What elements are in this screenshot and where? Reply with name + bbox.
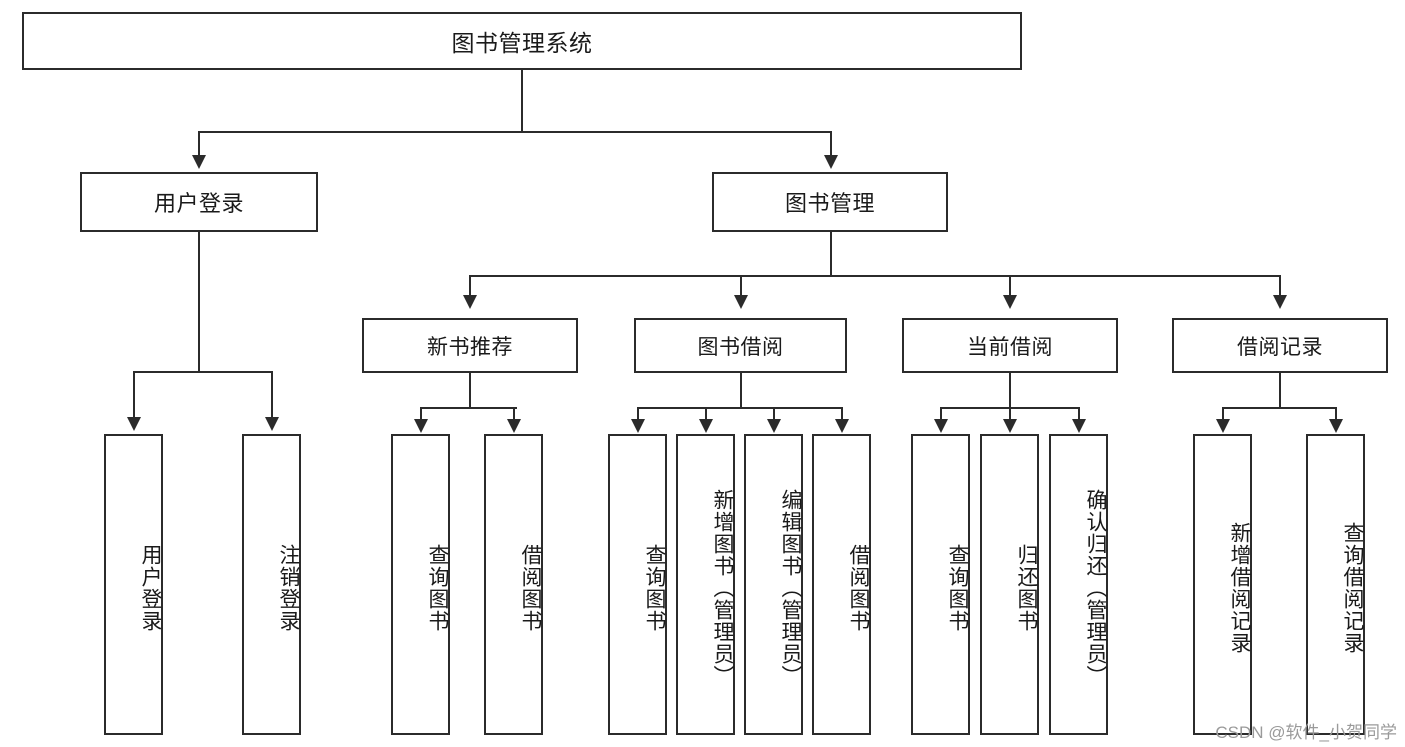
node-leaf-add-book[interactable]: 新增图书（管理员）	[676, 434, 735, 735]
node-current-borrow[interactable]: 当前借阅	[902, 318, 1118, 373]
edge-current-borrow-to-leaf10	[1009, 407, 1011, 421]
arrow-user-login-to-leaf2	[265, 417, 279, 431]
edge-new-book-bus	[420, 407, 517, 409]
node-user-login-label: 用户登录	[153, 191, 244, 216]
edge-book-manage-to-borrow	[740, 275, 742, 297]
node-leaf-query-record-label: 查询借阅记录	[1341, 521, 1364, 654]
node-book-manage-label: 图书管理	[784, 191, 875, 216]
node-new-book-recommend-label: 新书推荐	[427, 335, 513, 359]
edge-book-borrow-to-leaf5	[637, 407, 639, 421]
node-leaf-confirm-return-label: 确认归还（管理员）	[1084, 488, 1107, 687]
node-leaf-return-book-label: 归还图书	[1015, 543, 1038, 632]
edge-borrow-record-stem	[1279, 373, 1281, 408]
edge-book-borrow-stem	[740, 373, 742, 408]
edge-current-borrow-to-leaf9	[940, 407, 942, 421]
arrow-book-borrow-to-leaf8	[835, 419, 849, 433]
edge-book-manage-bus	[469, 275, 1280, 277]
node-leaf-borrow-book-2-label: 借阅图书	[847, 543, 870, 632]
edge-root-bus	[198, 131, 832, 133]
arrow-borrow-record-to-leaf12	[1216, 419, 1230, 433]
edge-current-borrow-stem	[1009, 373, 1011, 408]
node-root-label: 图书管理系统	[451, 30, 593, 56]
node-leaf-logout-label: 注销登录	[277, 543, 300, 632]
arrow-current-borrow-to-leaf10	[1003, 419, 1017, 433]
edge-user-login-to-leaf2	[271, 371, 273, 419]
edge-book-manage-to-new-book	[469, 275, 471, 297]
arrow-new-book-to-leaf4	[507, 419, 521, 433]
arrow-current-borrow-to-leaf11	[1072, 419, 1086, 433]
edge-book-borrow-to-leaf6	[705, 407, 707, 421]
arrow-current-borrow-to-leaf9	[934, 419, 948, 433]
node-leaf-query-book-3[interactable]: 查询图书	[911, 434, 970, 735]
node-leaf-borrow-book-1[interactable]: 借阅图书	[484, 434, 543, 735]
edge-book-manage-to-current	[1009, 275, 1011, 297]
edge-book-borrow-to-leaf7	[773, 407, 775, 421]
node-leaf-query-book-2[interactable]: 查询图书	[608, 434, 667, 735]
arrow-book-manage-to-new-book	[463, 295, 477, 309]
edge-book-borrow-to-leaf8	[841, 407, 843, 421]
arrow-book-borrow-to-leaf7	[767, 419, 781, 433]
edge-user-login-stem	[198, 232, 200, 372]
node-leaf-borrow-book-1-label: 借阅图书	[519, 543, 542, 632]
node-new-book-recommend[interactable]: 新书推荐	[362, 318, 578, 373]
node-user-login[interactable]: 用户登录	[80, 172, 318, 232]
node-leaf-query-record[interactable]: 查询借阅记录	[1306, 434, 1365, 735]
arrow-book-manage-to-borrow	[734, 295, 748, 309]
node-book-borrow[interactable]: 图书借阅	[634, 318, 847, 373]
arrow-book-manage-to-current	[1003, 295, 1017, 309]
edge-new-book-to-leaf3	[420, 407, 422, 421]
node-leaf-logout[interactable]: 注销登录	[242, 434, 301, 735]
node-leaf-borrow-book-2[interactable]: 借阅图书	[812, 434, 871, 735]
edge-borrow-record-bus	[1222, 407, 1337, 409]
arrow-root-to-user-login	[192, 155, 206, 169]
edge-new-book-stem	[469, 373, 471, 408]
arrow-new-book-to-leaf3	[414, 419, 428, 433]
edge-borrow-record-to-leaf12	[1222, 407, 1224, 421]
node-leaf-confirm-return[interactable]: 确认归还（管理员）	[1049, 434, 1108, 735]
node-book-manage[interactable]: 图书管理	[712, 172, 948, 232]
node-root[interactable]: 图书管理系统	[22, 12, 1022, 70]
edge-root-to-user-login	[198, 131, 200, 157]
node-leaf-add-record[interactable]: 新增借阅记录	[1193, 434, 1252, 735]
node-leaf-user-login[interactable]: 用户登录	[104, 434, 163, 735]
edge-new-book-to-leaf4	[513, 407, 515, 421]
edge-book-manage-to-record	[1279, 275, 1281, 297]
node-leaf-query-book-1-label: 查询图书	[426, 543, 449, 632]
node-leaf-query-book-3-label: 查询图书	[946, 543, 969, 632]
arrow-book-borrow-to-leaf5	[631, 419, 645, 433]
edge-book-manage-stem	[830, 232, 832, 276]
node-borrow-record[interactable]: 借阅记录	[1172, 318, 1388, 373]
edge-current-borrow-to-leaf11	[1078, 407, 1080, 421]
edge-user-login-bus	[133, 371, 272, 373]
arrow-book-borrow-to-leaf6	[699, 419, 713, 433]
arrow-book-manage-to-record	[1273, 295, 1287, 309]
watermark: CSDN @软件_小贺同学	[1215, 723, 1397, 742]
node-leaf-user-login-label: 用户登录	[139, 543, 162, 632]
arrow-root-to-book-manage	[824, 155, 838, 169]
node-leaf-edit-book[interactable]: 编辑图书（管理员）	[744, 434, 803, 735]
edge-user-login-to-leaf1	[133, 371, 135, 419]
node-leaf-query-book-2-label: 查询图书	[643, 543, 666, 632]
node-current-borrow-label: 当前借阅	[967, 335, 1053, 359]
node-borrow-record-label: 借阅记录	[1237, 335, 1323, 359]
arrow-user-login-to-leaf1	[127, 417, 141, 431]
edge-root-stem	[521, 70, 523, 132]
node-leaf-add-book-label: 新增图书（管理员）	[711, 488, 734, 687]
edge-borrow-record-to-leaf13	[1335, 407, 1337, 421]
node-leaf-query-book-1[interactable]: 查询图书	[391, 434, 450, 735]
node-leaf-return-book[interactable]: 归还图书	[980, 434, 1039, 735]
arrow-borrow-record-to-leaf13	[1329, 419, 1343, 433]
node-leaf-add-record-label: 新增借阅记录	[1228, 521, 1251, 654]
node-leaf-edit-book-label: 编辑图书（管理员）	[779, 488, 802, 687]
node-book-borrow-label: 图书借阅	[697, 335, 784, 359]
edge-book-borrow-bus	[637, 407, 842, 409]
edge-root-to-book-manage	[830, 131, 832, 157]
